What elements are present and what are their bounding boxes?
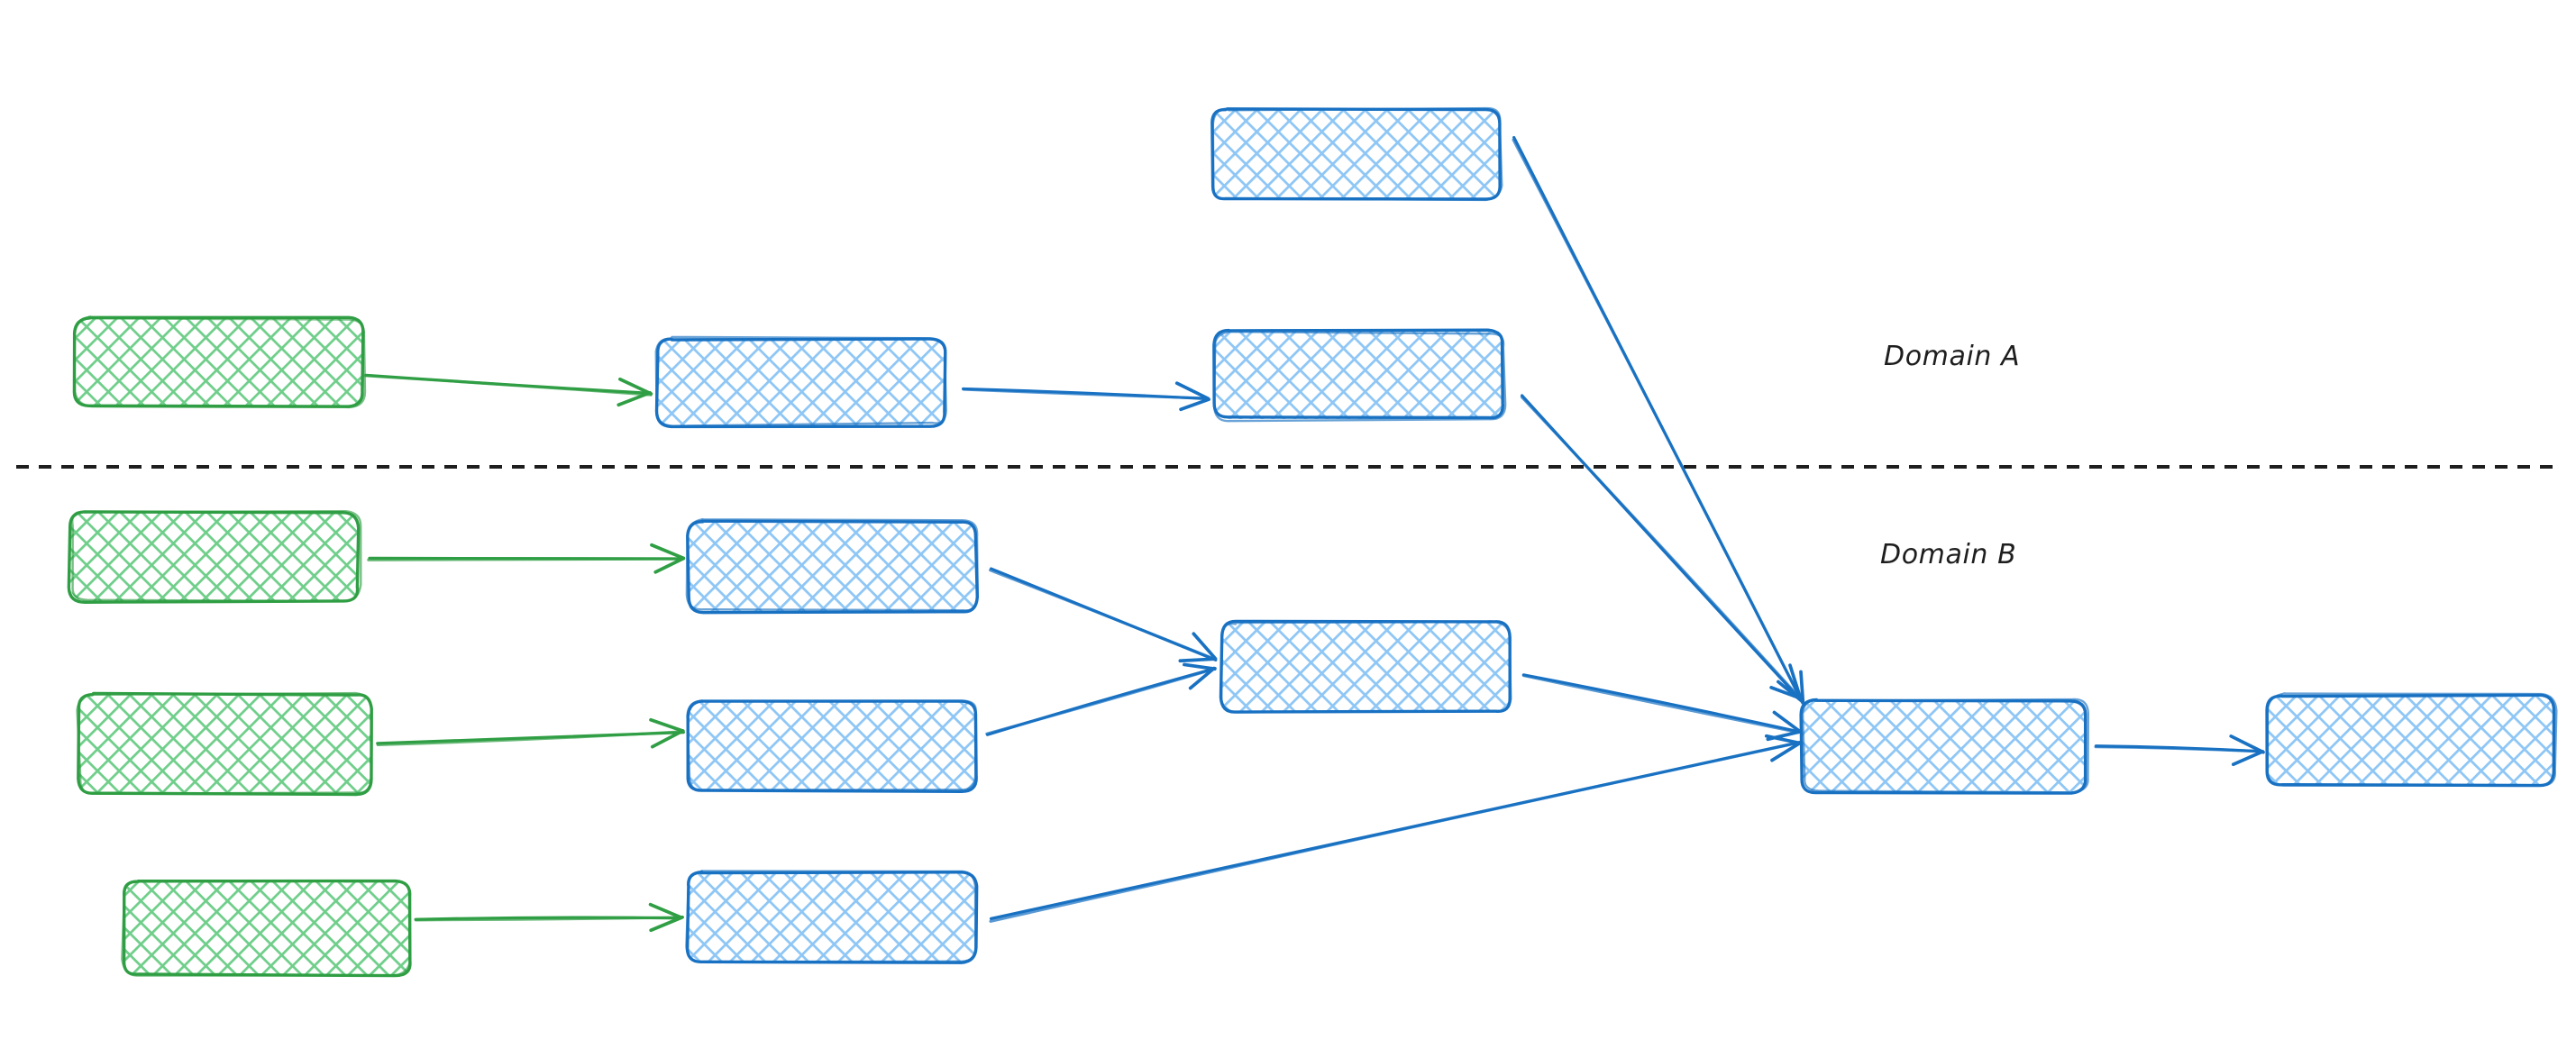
node-blue-out[interactable] xyxy=(2265,692,2558,788)
edge-stroke xyxy=(376,730,685,747)
label-domain-b: Domain B xyxy=(1880,539,2017,570)
node-outline xyxy=(1220,620,1512,714)
arrowhead-barb-0 xyxy=(650,729,685,749)
node-fill xyxy=(687,872,975,962)
arrowhead-barb-0 xyxy=(1179,397,1210,412)
arrowhead-barb-1 xyxy=(649,717,685,733)
node-fill xyxy=(1803,699,2087,791)
node-outline xyxy=(685,870,977,963)
arrowhead-barb-1 xyxy=(618,377,653,396)
node-outline xyxy=(1211,106,1503,202)
edge-blue-b1-to-blue-b4 xyxy=(989,567,1218,663)
edge-stroke xyxy=(363,374,653,397)
node-blue-b1[interactable] xyxy=(685,517,979,615)
edge-stroke xyxy=(989,741,1801,923)
edge-blue-hub-to-blue-out xyxy=(2094,734,2265,767)
edges-layer xyxy=(363,135,2265,933)
node-fill xyxy=(1215,332,1503,419)
node-fill xyxy=(124,881,411,975)
node-outline xyxy=(121,879,412,977)
node-fill xyxy=(70,512,359,601)
node-outline xyxy=(686,699,977,791)
edge-blue-a2-to-blue-hub xyxy=(1520,394,1804,702)
node-fill xyxy=(1212,110,1501,200)
node-outline xyxy=(72,315,367,409)
arrowhead-barb-1 xyxy=(1788,663,1803,700)
edge-stroke xyxy=(985,667,1217,735)
arrowhead-barb-1 xyxy=(1799,670,1805,705)
edge-blue-a1-to-blue-a2 xyxy=(962,381,1210,412)
edge-stroke xyxy=(1521,674,1801,734)
node-outline xyxy=(71,510,362,603)
node-blue-a0[interactable] xyxy=(1210,106,1503,202)
edge-green-b2-to-blue-b2 xyxy=(376,717,685,749)
node-outline xyxy=(1799,698,2087,795)
node-blue-b4[interactable] xyxy=(1219,619,1512,714)
arrowhead-barb-0 xyxy=(653,556,686,574)
arrowhead-barb-1 xyxy=(648,902,682,919)
node-green-b2[interactable] xyxy=(76,691,373,797)
node-fill xyxy=(2268,696,2554,786)
node-fill xyxy=(79,694,371,793)
arrowhead-barb-1 xyxy=(1772,710,1801,733)
node-outline xyxy=(685,517,979,612)
edge-blue-a0-to-blue-hub xyxy=(1512,135,1805,705)
edge-green-b1-to-blue-b1 xyxy=(367,543,686,574)
arrowhead-barb-1 xyxy=(1192,632,1218,661)
arrowhead-barb-1 xyxy=(1183,662,1217,671)
edge-stroke xyxy=(414,916,683,922)
arrowhead-barb-1 xyxy=(650,543,686,561)
arrowhead-barb-1 xyxy=(1174,381,1210,401)
arrowhead-barb-1 xyxy=(2229,734,2265,754)
node-blue-b2[interactable] xyxy=(686,699,978,793)
edge-stroke xyxy=(989,569,1218,661)
edge-stroke xyxy=(367,557,685,561)
arrowhead-barb-0 xyxy=(1178,657,1217,663)
edge-blue-b2-to-blue-b4 xyxy=(985,662,1217,736)
arrowhead-barb-0 xyxy=(649,915,684,933)
node-blue-a1[interactable] xyxy=(654,335,947,429)
node-outline xyxy=(654,335,947,427)
node-fill xyxy=(656,339,945,425)
node-blue-b3[interactable] xyxy=(685,870,979,964)
node-outline xyxy=(67,510,361,604)
edge-blue-b3-to-blue-hub xyxy=(989,734,1802,923)
node-outline xyxy=(1212,330,1507,423)
node-outline xyxy=(76,691,373,795)
arrowhead-barb-0 xyxy=(1770,741,1802,762)
node-outline xyxy=(2266,692,2558,787)
edge-stroke xyxy=(2094,745,2265,753)
arrowhead-barb-0 xyxy=(1188,666,1216,690)
label-domain-a: Domain A xyxy=(1884,341,2021,372)
edge-stroke xyxy=(1520,396,1804,702)
edge-green-b3-to-blue-b3 xyxy=(414,902,684,933)
edge-stroke xyxy=(962,388,1209,400)
arrowhead-barb-0 xyxy=(1769,686,1804,701)
node-fill xyxy=(1221,622,1510,712)
node-blue-a2[interactable] xyxy=(1212,328,1507,423)
edge-green-a1-to-blue-a1 xyxy=(363,373,653,407)
arrowhead-barb-1 xyxy=(1764,734,1802,745)
node-green-b3[interactable] xyxy=(121,879,412,978)
edge-stroke xyxy=(1512,138,1804,705)
nodes-layer xyxy=(67,106,2558,978)
node-fill xyxy=(75,319,363,406)
node-fill xyxy=(689,701,977,790)
node-blue-hub[interactable] xyxy=(1799,698,2090,795)
node-green-a1[interactable] xyxy=(72,315,367,409)
node-green-b1[interactable] xyxy=(67,510,362,604)
arrowhead-barb-0 xyxy=(2231,750,2264,767)
node-outline xyxy=(1801,698,2090,794)
arrowhead-barb-0 xyxy=(617,390,652,407)
edge-blue-b4-to-blue-hub xyxy=(1521,673,1802,742)
node-fill xyxy=(689,521,977,611)
